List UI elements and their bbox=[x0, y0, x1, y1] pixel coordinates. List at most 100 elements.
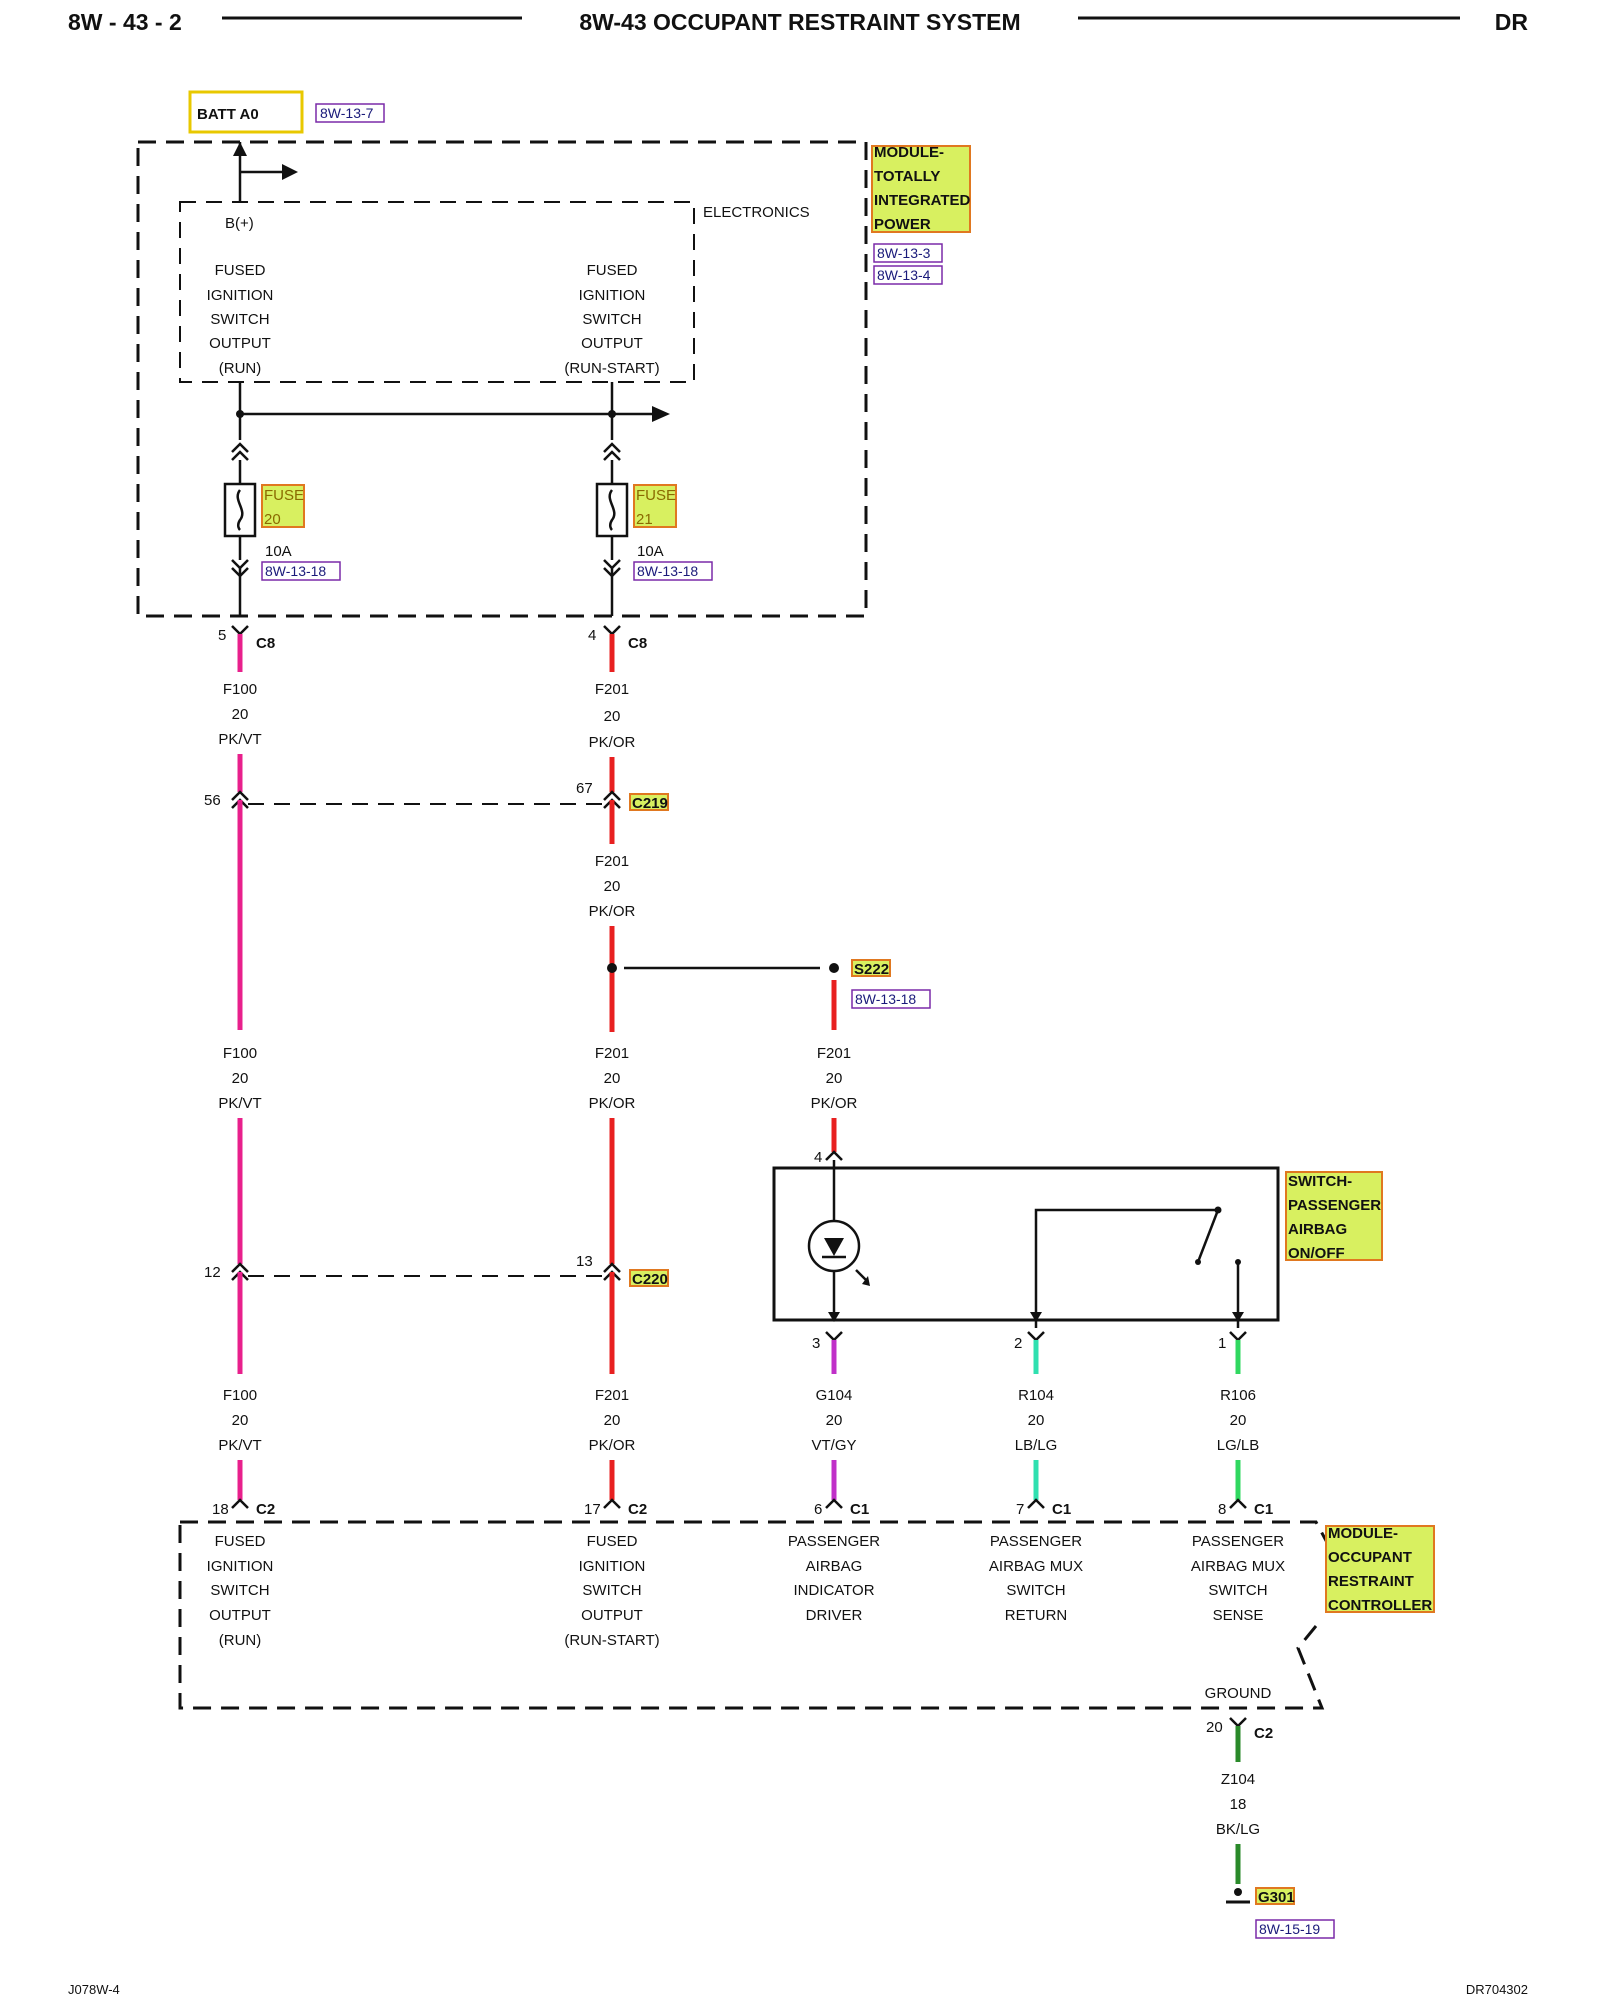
tipm-name-line-2: TOTALLY bbox=[874, 168, 940, 185]
g104-gauge: 20 bbox=[826, 1412, 843, 1429]
svg-text:AIRBAG MUX: AIRBAG MUX bbox=[1191, 1558, 1285, 1575]
c219-left-connector bbox=[231, 790, 249, 801]
f201-e-gauge: 20 bbox=[604, 1412, 621, 1429]
f100-b-circuit: F100 bbox=[223, 1045, 257, 1062]
orc-outline-bottom bbox=[178, 1522, 1325, 1710]
fuse-20-highlight bbox=[261, 484, 305, 528]
tipm-name-highlight bbox=[871, 145, 971, 233]
switch-name-line-1: SWITCH- bbox=[1288, 1173, 1352, 1190]
switch-name-line-2: PASSENGER bbox=[1288, 1197, 1381, 1214]
svg-text:FUSED: FUSED bbox=[587, 262, 638, 279]
f201-c-gauge: 20 bbox=[604, 1070, 621, 1087]
fuse-20-number: 20 bbox=[264, 511, 281, 528]
orc-col-fused-run: FUSED IGNITION SWITCH OUTPUT (RUN) bbox=[207, 1533, 274, 1649]
c2-ground-name: C2 bbox=[1254, 1725, 1273, 1742]
tipm-ref-1[interactable]: 8W-13-3 bbox=[877, 245, 931, 261]
footer-left-code: J078W-4 bbox=[68, 1982, 120, 1997]
svg-text:FUSED: FUSED bbox=[215, 262, 266, 279]
svg-text:SWITCH: SWITCH bbox=[582, 1582, 641, 1599]
svg-text:(RUN): (RUN) bbox=[219, 1632, 262, 1649]
svg-text:SWITCH: SWITCH bbox=[210, 1582, 269, 1599]
svg-text:OUTPUT: OUTPUT bbox=[581, 335, 643, 352]
f201-e-circuit: F201 bbox=[595, 1387, 629, 1404]
c2-ground-connector bbox=[1229, 1717, 1247, 1728]
orc-module[interactable]: FUSED IGNITION SWITCH OUTPUT (RUN) FUSED… bbox=[178, 1520, 1435, 1710]
c8-right-name: C8 bbox=[628, 635, 647, 652]
tipm-outline bbox=[136, 140, 868, 618]
c220-left-pin: 12 bbox=[204, 1264, 221, 1281]
svg-text:(RUN-START): (RUN-START) bbox=[564, 1632, 659, 1649]
switch-pin1-connector bbox=[1229, 1331, 1247, 1342]
orc-col-fused-run-start: FUSED IGNITION SWITCH OUTPUT (RUN-START) bbox=[564, 1533, 659, 1649]
circuit-z104[interactable]: 20 C2 Z104 18 BK/LG G301 8W-15-19 bbox=[1206, 1717, 1335, 1939]
batt-label-box bbox=[188, 90, 304, 134]
bplus-arrow-right bbox=[282, 164, 298, 180]
r106-circuit: R106 bbox=[1220, 1387, 1256, 1404]
r104-color: LB/LG bbox=[1015, 1437, 1058, 1454]
switch-pin4: 4 bbox=[814, 1149, 822, 1166]
svg-text:SWITCH: SWITCH bbox=[1006, 1582, 1065, 1599]
svg-text:IGNITION: IGNITION bbox=[207, 1558, 274, 1575]
tipm-ref-box-1 bbox=[873, 243, 943, 263]
fuse-20-ref[interactable]: 8W-13-18 bbox=[265, 563, 326, 579]
c219-left-pin: 56 bbox=[204, 792, 221, 809]
batt-ref[interactable]: 8W-13-7 bbox=[320, 105, 374, 121]
s222-ref[interactable]: 8W-13-18 bbox=[855, 991, 916, 1007]
c219-right-pin: 67 bbox=[576, 780, 593, 797]
c8-left-name: C8 bbox=[256, 635, 275, 652]
svg-text:IGNITION: IGNITION bbox=[579, 1558, 646, 1575]
f100-a-gauge: 20 bbox=[232, 706, 249, 723]
orc-col-mux-sense: PASSENGER AIRBAG MUX SWITCH SENSE bbox=[1191, 1533, 1285, 1624]
fuse-20-rating: 10A bbox=[265, 543, 292, 560]
fuse-20-top-term bbox=[231, 442, 249, 453]
orc-name-line-3: RESTRAINT bbox=[1328, 1573, 1414, 1590]
f100-c-circuit: F100 bbox=[223, 1387, 257, 1404]
svg-text:AIRBAG MUX: AIRBAG MUX bbox=[989, 1558, 1083, 1575]
fuse-20-label: FUSE bbox=[264, 487, 304, 504]
passenger-airbag-switch[interactable]: SWITCH- PASSENGER AIRBAG ON/OFF bbox=[772, 1160, 1383, 1328]
batt-a0-source[interactable]: BATT A0 8W-13-7 bbox=[188, 90, 385, 134]
fuse-21[interactable]: FUSE 21 10A 8W-13-18 bbox=[595, 442, 713, 616]
f201-e-color: PK/OR bbox=[589, 1437, 636, 1454]
electronics-label: ELECTRONICS bbox=[703, 204, 810, 221]
g104-circuit: G104 bbox=[816, 1387, 853, 1404]
svg-text:SWITCH: SWITCH bbox=[210, 311, 269, 328]
tipm-left-output-label: FUSED IGNITION SWITCH OUTPUT (RUN) bbox=[207, 262, 274, 377]
svg-text:SWITCH: SWITCH bbox=[1208, 1582, 1267, 1599]
svg-text:PASSENGER: PASSENGER bbox=[1192, 1533, 1284, 1550]
c1-a-pin: 6 bbox=[814, 1501, 822, 1518]
fuse-21-ref[interactable]: 8W-13-18 bbox=[637, 563, 698, 579]
f201-a-color: PK/OR bbox=[589, 734, 636, 751]
tipm-name-line-1: MODULE- bbox=[874, 144, 944, 161]
g301-ref[interactable]: 8W-15-19 bbox=[1259, 1921, 1320, 1937]
f201-c-color: PK/OR bbox=[589, 1095, 636, 1112]
circuit-f201-branch[interactable]: S222 8W-13-18 F201 20 PK/OR 4 bbox=[811, 959, 931, 1166]
orc-name-line-1: MODULE- bbox=[1328, 1525, 1398, 1542]
f100-c-gauge: 20 bbox=[232, 1412, 249, 1429]
f100-a-circuit: F100 bbox=[223, 681, 257, 698]
c219-name: C219 bbox=[632, 795, 668, 812]
g301-highlight bbox=[1255, 1887, 1295, 1905]
led-diode-triangle bbox=[824, 1238, 844, 1256]
r106-color: LG/LB bbox=[1217, 1437, 1260, 1454]
svg-text:PASSENGER: PASSENGER bbox=[788, 1533, 880, 1550]
c2-left-connector bbox=[231, 1498, 249, 1509]
fuse-21-top-term bbox=[603, 442, 621, 453]
switch-return-path bbox=[1034, 1208, 1218, 1328]
bus-splice-left bbox=[236, 410, 244, 418]
circuit-g104[interactable]: 3 G104 20 VT/GY 6 C1 bbox=[811, 1331, 869, 1518]
circuit-r104[interactable]: 2 R104 20 LB/LG 7 C1 bbox=[1014, 1331, 1071, 1518]
tipm-ref-2[interactable]: 8W-13-4 bbox=[877, 267, 931, 283]
ground-point bbox=[1234, 1888, 1242, 1896]
page-title: 8W-43 OCCUPANT RESTRAINT SYSTEM bbox=[579, 9, 1020, 35]
circuit-r106[interactable]: 1 R106 20 LG/LB 8 C1 bbox=[1217, 1331, 1273, 1518]
svg-text:PASSENGER: PASSENGER bbox=[990, 1533, 1082, 1550]
s222-ref-box bbox=[851, 989, 931, 1009]
circuit-f100[interactable]: 5 C8 F100 20 PK/VT 56 F100 20 PK/VT 12 F… bbox=[204, 625, 275, 1518]
fuse-21-rating: 10A bbox=[637, 543, 664, 560]
z104-circuit: Z104 bbox=[1221, 1771, 1255, 1788]
fuse-20[interactable]: FUSE 20 10A 8W-13-18 bbox=[223, 442, 341, 616]
c2-right-connector bbox=[603, 1498, 621, 1509]
circuit-f201[interactable]: 4 C8 F201 20 PK/OR 67 C219 F201 20 PK/OR… bbox=[576, 625, 839, 1518]
switch-contact-arm bbox=[1196, 1209, 1220, 1263]
